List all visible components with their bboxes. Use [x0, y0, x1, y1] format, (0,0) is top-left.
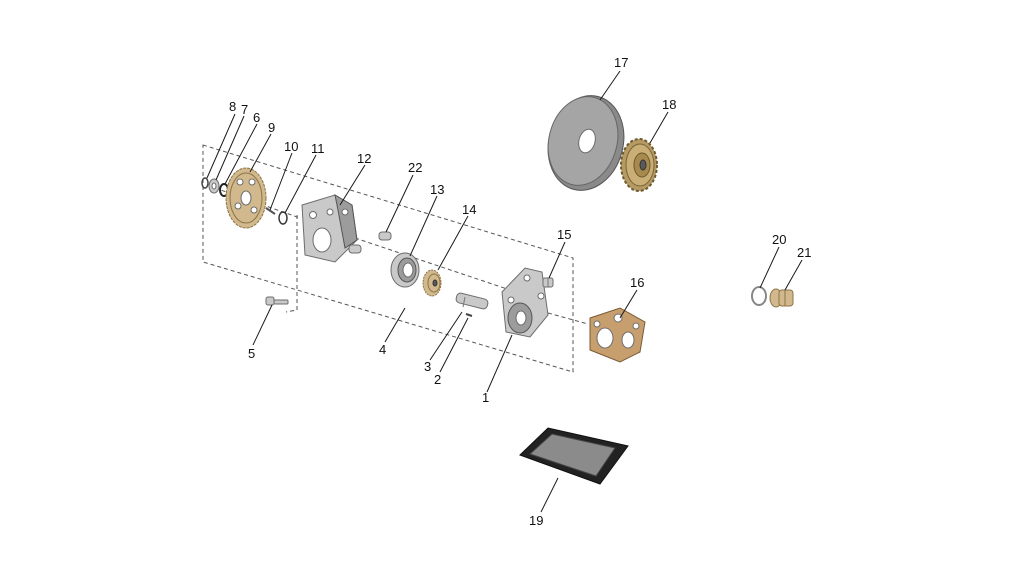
part-16-gasket [589, 307, 646, 363]
callout-5: 5 [248, 346, 255, 361]
callout-17: 17 [614, 55, 628, 70]
part-20-washer [751, 286, 767, 306]
part-7-washer [208, 178, 220, 194]
part-9-sprocket [225, 167, 267, 229]
callout-16: 16 [630, 275, 644, 290]
part-18-gear [620, 138, 658, 192]
callout-22: 22 [408, 160, 422, 175]
callout-19: 19 [529, 513, 543, 528]
callout-18: 18 [662, 97, 676, 112]
part-21-drain-plug [769, 288, 794, 308]
part-19-strainer-screen [519, 427, 629, 485]
callout-3: 3 [424, 359, 431, 374]
callout-11: 11 [311, 141, 325, 156]
callout-10: 10 [284, 139, 298, 154]
callout-9: 9 [268, 120, 275, 135]
part-1-pump-cover [501, 267, 549, 338]
part-12-pump-body [301, 194, 358, 263]
callout-12: 12 [357, 151, 371, 166]
callout-4: 4 [379, 342, 386, 357]
part-14-inner-rotor [422, 269, 442, 297]
callout-8: 8 [229, 99, 236, 114]
callout-15: 15 [557, 227, 571, 242]
callout-6: 6 [253, 110, 260, 125]
assembly-outline [202, 144, 574, 373]
callout-labels: 1 2 3 4 5 6 7 8 9 10 11 12 13 14 15 16 1… [229, 55, 811, 528]
part-11-ring [278, 211, 288, 225]
callout-21: 21 [797, 245, 811, 260]
callout-7: 7 [241, 102, 248, 117]
callout-13: 13 [430, 182, 444, 197]
part-2-pin [465, 313, 473, 317]
part-13-outer-rotor [390, 252, 420, 288]
part-15-bolt [542, 277, 554, 288]
callout-1: 1 [482, 390, 489, 405]
part-10-pin [265, 207, 276, 215]
callout-20: 20 [772, 232, 786, 247]
part-22-dowel-pins [348, 231, 392, 254]
part-8-circlip [201, 177, 209, 189]
callout-2: 2 [434, 372, 441, 387]
part-17-cover-plate [547, 95, 625, 191]
part-3-shaft [455, 292, 489, 310]
callout-14: 14 [462, 202, 476, 217]
leader-lines [206, 70, 803, 513]
part-5-bolt [265, 296, 289, 306]
